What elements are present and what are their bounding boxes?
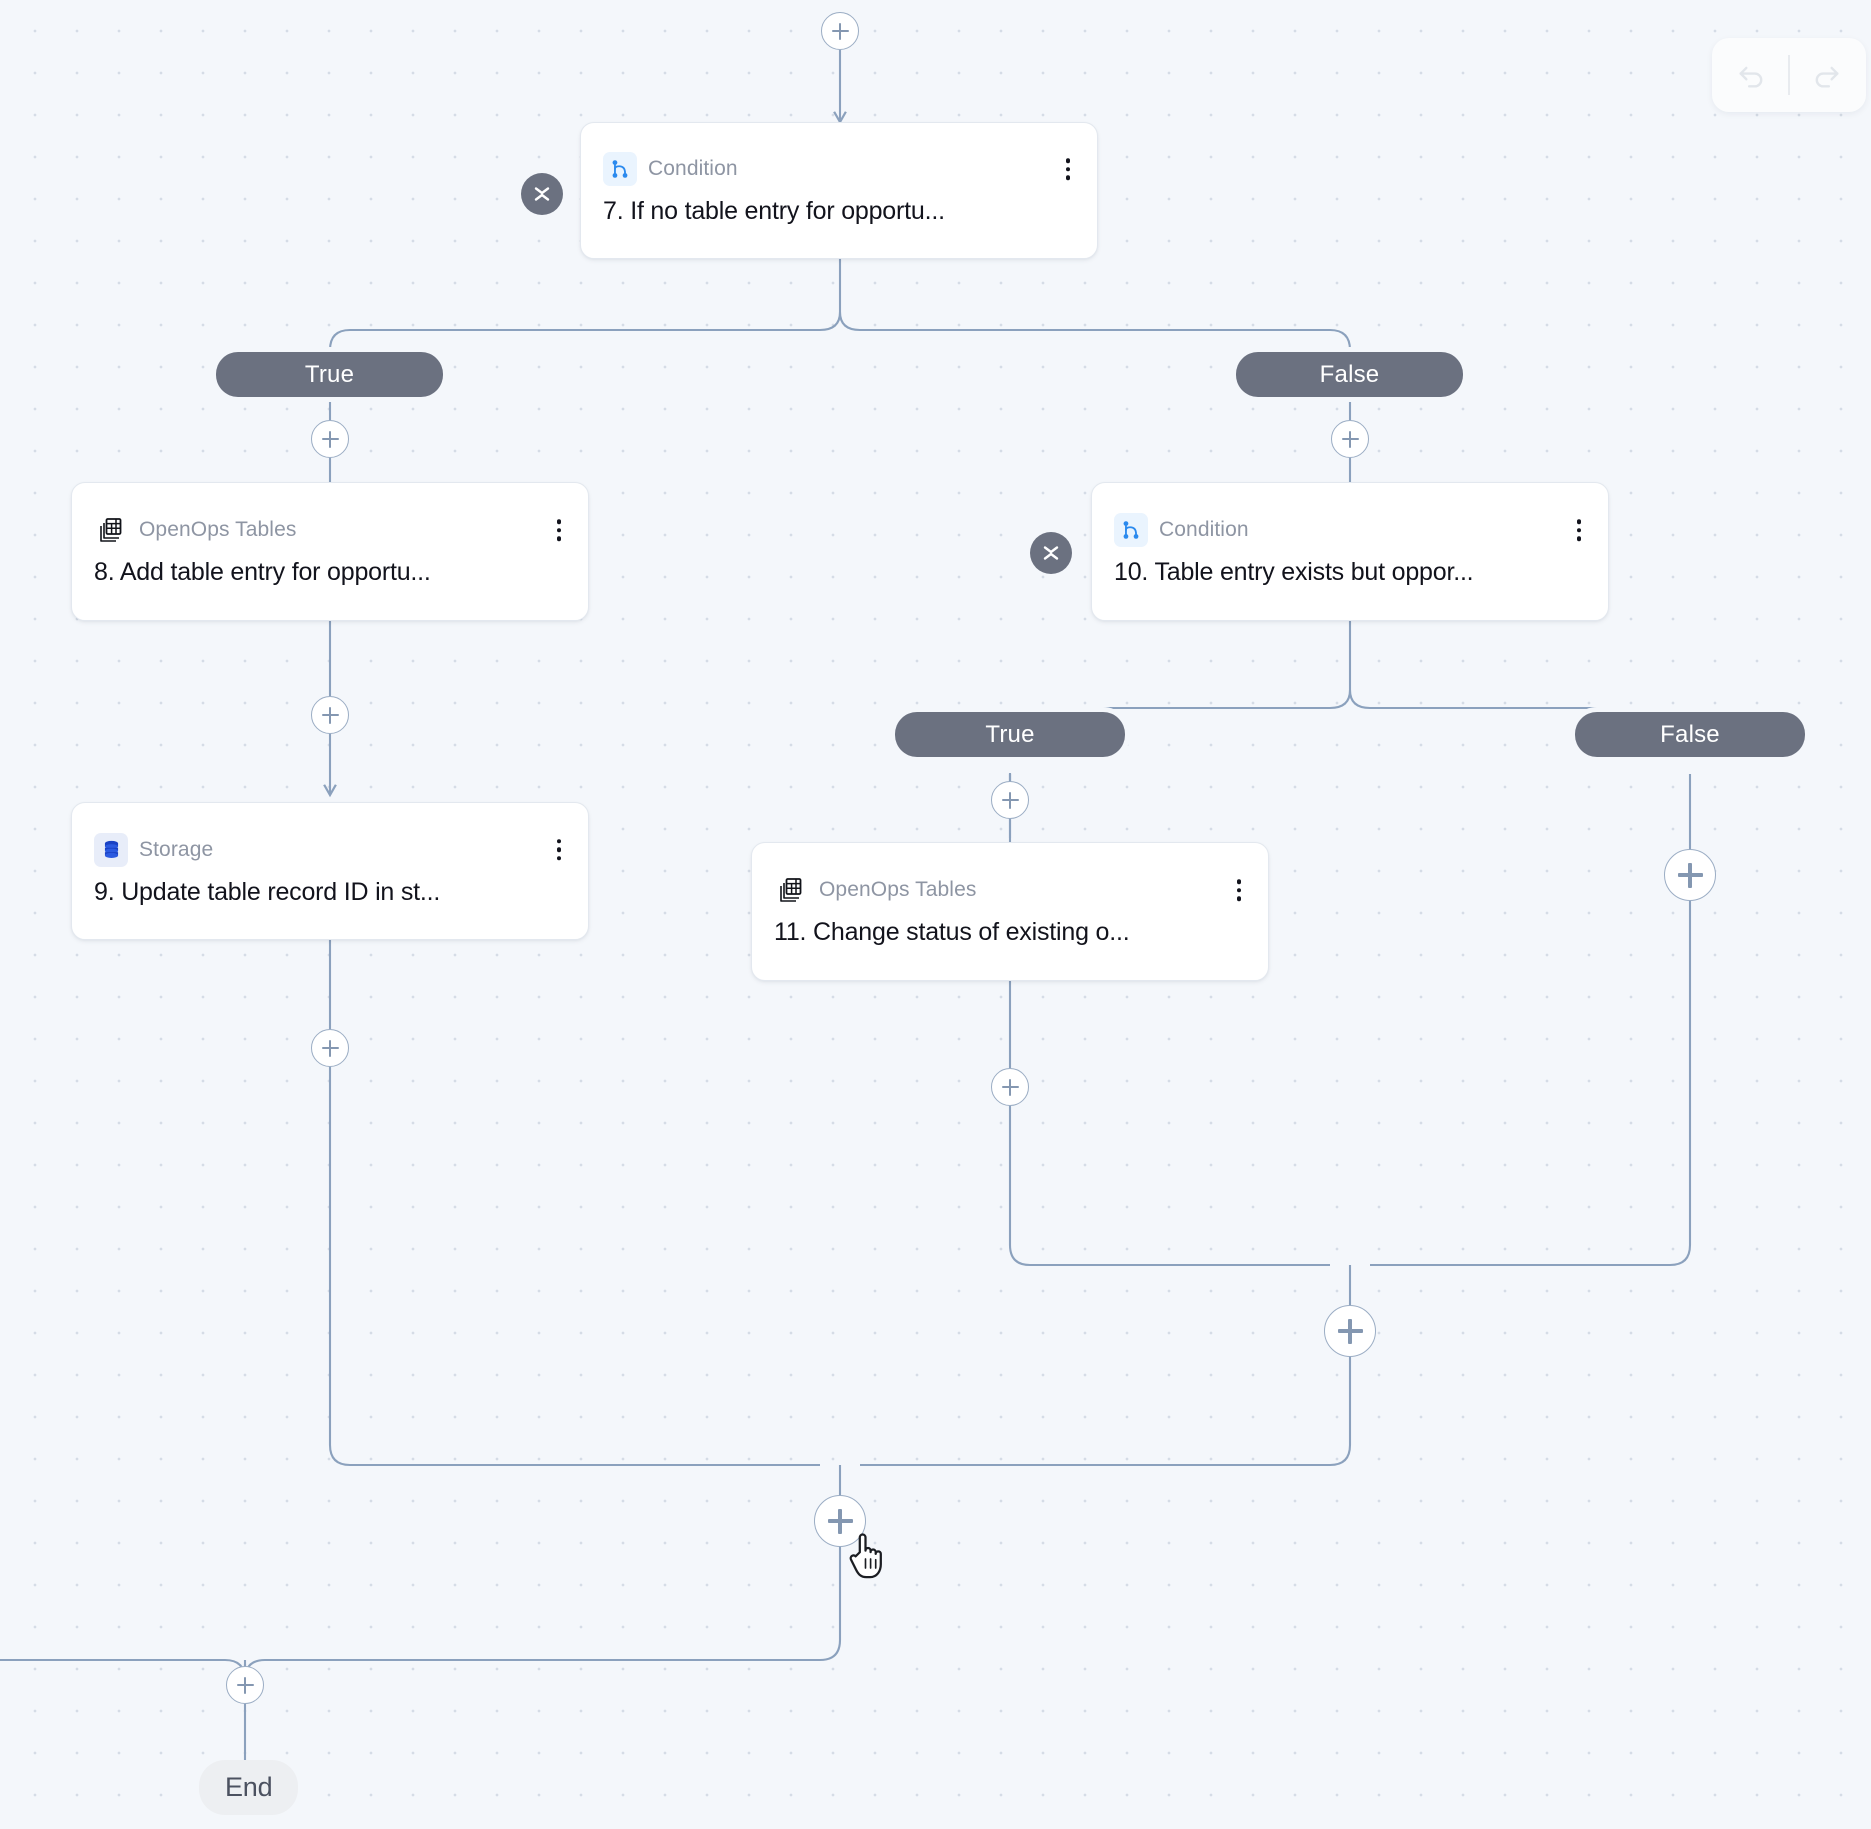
branch-label-text: True <box>985 720 1035 748</box>
workflow-node-step10[interactable]: Condition 10. Table entry exists but opp… <box>1091 482 1609 621</box>
node-menu-button[interactable] <box>1061 154 1076 184</box>
collapse-toggle-step7[interactable] <box>521 173 563 215</box>
node-menu-button[interactable] <box>552 515 567 545</box>
collapse-toggle-step10[interactable] <box>1030 532 1072 574</box>
node-piece-name: OpenOps Tables <box>139 518 297 541</box>
workflow-node-step9[interactable]: Storage 9. Update table record ID in st.… <box>71 802 589 940</box>
add-step-button-cond10-false[interactable] <box>1664 849 1716 901</box>
history-divider <box>1788 55 1790 95</box>
end-node: End <box>199 1760 299 1815</box>
add-step-button-after-step9[interactable] <box>311 1029 349 1067</box>
undo-arrow-icon <box>1739 66 1763 88</box>
branch-label-cond7-true[interactable]: True <box>216 352 443 397</box>
node-title: 9. Update table record ID in st... <box>94 877 441 906</box>
workflow-node-step8[interactable]: OpenOps Tables 8. Add table entry for op… <box>71 482 589 621</box>
condition-branch-icon <box>603 152 637 186</box>
node-menu-button[interactable] <box>1572 515 1587 545</box>
add-step-button-after-step8[interactable] <box>311 696 349 734</box>
node-piece-name: Condition <box>648 157 738 180</box>
condition-branch-icon <box>1114 513 1148 547</box>
node-piece-name: Condition <box>1159 518 1249 541</box>
branch-label-text: True <box>304 360 355 388</box>
branch-label-cond10-false[interactable]: False <box>1575 712 1805 757</box>
undo-button[interactable] <box>1716 44 1788 106</box>
node-header: OpenOps Tables <box>94 513 566 547</box>
add-step-button-after-step11[interactable] <box>991 1068 1029 1106</box>
openops-tables-icon <box>774 873 808 907</box>
node-menu-button[interactable] <box>552 835 567 865</box>
add-step-button-before-end[interactable] <box>226 1666 264 1704</box>
workflow-node-step7[interactable]: Condition 7. If no table entry for oppor… <box>580 122 1098 259</box>
node-title: 11. Change status of existing o... <box>774 918 1130 946</box>
history-controls <box>1712 38 1866 112</box>
end-node-label: End <box>225 1772 273 1802</box>
redo-button[interactable] <box>1790 44 1862 106</box>
add-step-button-cond10-merge[interactable] <box>1324 1305 1376 1357</box>
branch-label-cond10-true[interactable]: True <box>895 712 1125 757</box>
add-step-button-top[interactable] <box>821 12 859 50</box>
node-header: OpenOps Tables <box>774 873 1246 907</box>
storage-database-icon <box>94 832 128 867</box>
branch-label-text: False <box>1660 720 1720 748</box>
add-step-button-main-merge[interactable] <box>814 1495 866 1547</box>
node-menu-button[interactable] <box>1232 875 1247 905</box>
collapse-chevrons-icon <box>534 187 550 201</box>
node-header: Condition <box>603 152 1075 186</box>
branch-label-text: False <box>1319 360 1380 388</box>
add-step-button-cond7-false[interactable] <box>1331 420 1369 458</box>
collapse-chevrons-icon <box>1043 546 1059 560</box>
node-piece-name: OpenOps Tables <box>819 878 977 901</box>
openops-tables-icon <box>94 513 128 547</box>
node-header: Condition <box>1114 513 1586 547</box>
add-step-button-cond10-true[interactable] <box>991 781 1029 819</box>
node-header: Storage <box>94 832 567 867</box>
redo-arrow-icon <box>1815 66 1839 88</box>
branch-label-cond7-false[interactable]: False <box>1236 352 1463 397</box>
node-title: 8. Add table entry for opportu... <box>94 558 431 586</box>
add-step-button-cond7-true[interactable] <box>311 420 349 458</box>
workflow-node-step11[interactable]: OpenOps Tables 11. Change status of exis… <box>751 842 1269 981</box>
node-piece-name: Storage <box>139 837 214 861</box>
node-title: 10. Table entry exists but oppor... <box>1114 558 1474 586</box>
node-title: 7. If no table entry for opportu... <box>603 197 945 225</box>
